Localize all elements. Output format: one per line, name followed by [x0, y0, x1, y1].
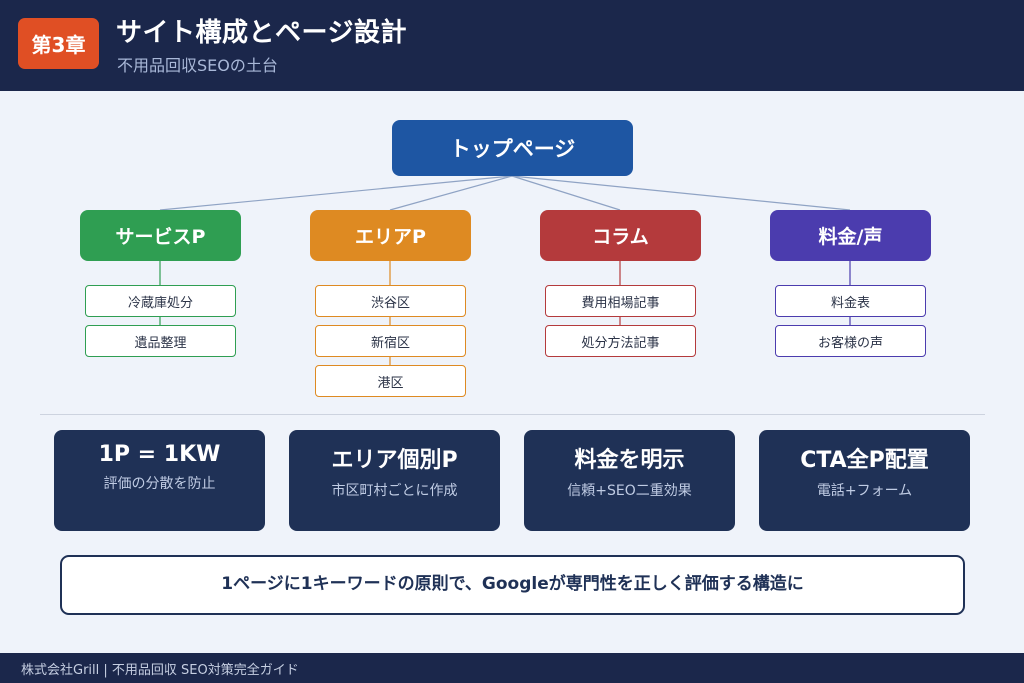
node-service: サービスP [80, 210, 241, 261]
node-customer-voice: お客様の声 [775, 325, 926, 357]
node-shinjuku: 新宿区 [315, 325, 466, 357]
principle-card-4: CTA全P配置 電話+フォーム [759, 430, 970, 531]
node-top-page: トップページ [392, 120, 633, 176]
node-cost-article: 費用相場記事 [545, 285, 696, 317]
node-area: エリアP [310, 210, 471, 261]
node-minato: 港区 [315, 365, 466, 397]
principle-title: 1P = 1KW [98, 442, 221, 467]
principle-card-1: 1P = 1KW 評価の分散を防止 [54, 430, 265, 531]
principle-card-3: 料金を明示 信頼+SEO二重効果 [524, 430, 735, 531]
header-bar: 第3章 サイト構成とページ設計 不用品回収SEOの土台 [0, 0, 1024, 91]
section-divider [40, 414, 985, 415]
principle-desc: 電話+フォーム [816, 483, 913, 499]
top-connectors [159, 175, 851, 211]
page-title: サイト構成とページ設計 [116, 18, 407, 48]
footer-text: 株式会社Grill | 不用品回収 SEO対策完全ガイド [21, 662, 299, 678]
chapter-badge: 第3章 [18, 18, 99, 69]
node-column: コラム [540, 210, 701, 261]
page-subtitle: 不用品回収SEOの土台 [117, 56, 278, 75]
footer-bar: 株式会社Grill | 不用品回収 SEO対策完全ガイド [0, 653, 1024, 683]
node-method-article: 処分方法記事 [545, 325, 696, 357]
summary-callout: 1ページに1キーワードの原則で、Googleが専門性を正しく評価する構造に [60, 555, 965, 615]
principle-title: CTA全P配置 [800, 448, 929, 473]
principle-desc: 信頼+SEO二重効果 [567, 483, 692, 499]
node-estate-cleanup: 遺品整理 [85, 325, 236, 357]
principle-desc: 市区町村ごとに作成 [331, 483, 458, 499]
principle-card-2: エリア個別P 市区町村ごとに作成 [289, 430, 500, 531]
principle-title: エリア個別P [331, 448, 458, 473]
node-shibuya: 渋谷区 [315, 285, 466, 317]
node-price-table: 料金表 [775, 285, 926, 317]
principle-title: 料金を明示 [574, 448, 685, 473]
principle-desc: 評価の分散を防止 [103, 476, 216, 492]
node-price-voice: 料金/声 [770, 210, 931, 261]
node-fridge-disposal: 冷蔵庫処分 [85, 285, 236, 317]
